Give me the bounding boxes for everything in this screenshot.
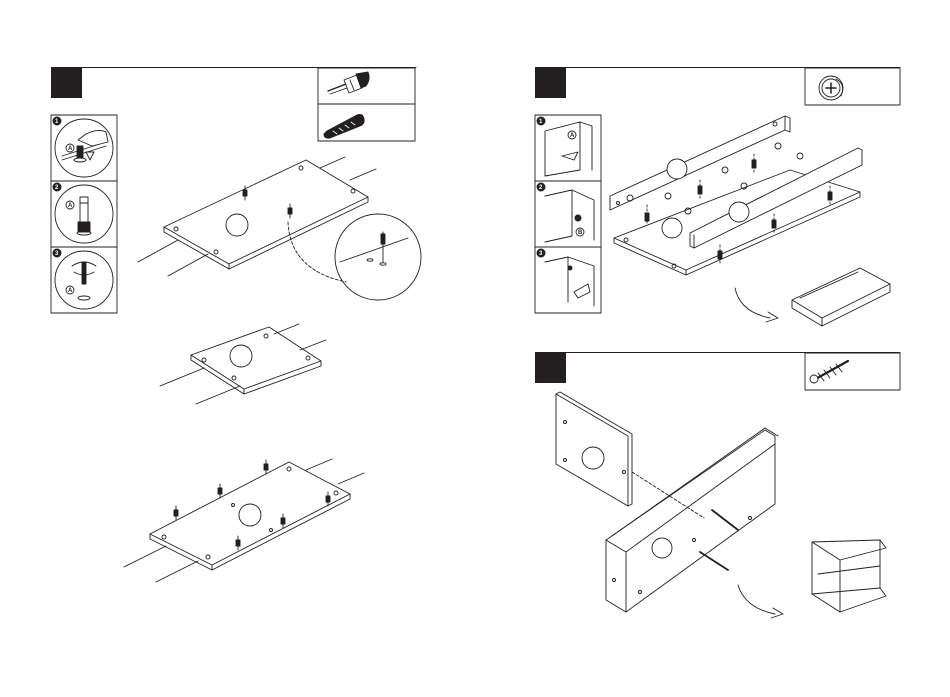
frame-assembly-upper xyxy=(610,116,890,326)
hardware-box-left xyxy=(318,68,415,141)
frame-assembly-lower xyxy=(556,392,886,618)
hardware-box-right-bottom xyxy=(805,353,900,390)
hardware-box-right-top xyxy=(805,68,900,105)
substep-column-right xyxy=(535,115,601,313)
cam-lock-icon xyxy=(819,76,843,100)
screw-icon xyxy=(810,361,848,383)
part-label-a-1: A xyxy=(68,146,73,152)
substep-column-left xyxy=(51,115,117,313)
cam-bolt-icon xyxy=(328,72,369,94)
part-label-a-right: A xyxy=(570,133,575,139)
board-bottom-panel xyxy=(124,459,364,582)
board-top-panel xyxy=(138,157,421,300)
board-middle-panel xyxy=(160,324,326,404)
part-label-a-2: A xyxy=(68,203,73,209)
part-label-b-right: B xyxy=(578,230,583,236)
wooden-dowel-icon xyxy=(324,115,364,139)
part-label-a-3: A xyxy=(68,288,73,294)
